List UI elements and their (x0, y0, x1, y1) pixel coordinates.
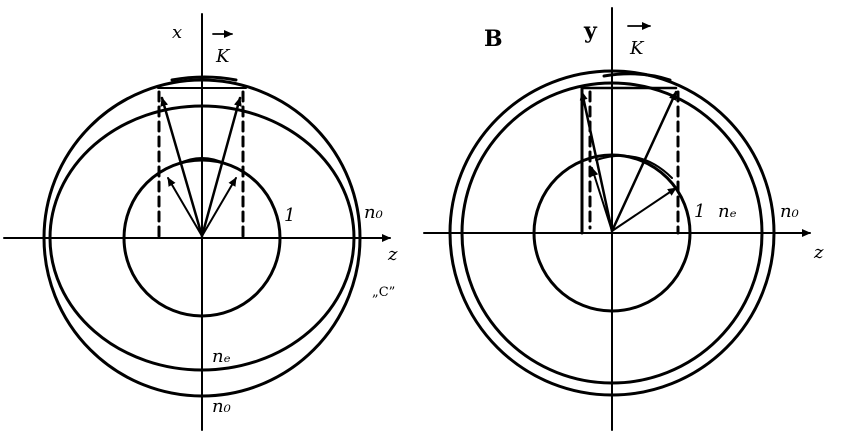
left-vector-4 (201, 177, 237, 237)
left-vector-2 (200, 96, 242, 238)
right-vector-1 (579, 90, 614, 233)
left-small-arc (177, 157, 227, 165)
right-vector-2 (610, 90, 678, 233)
left-no-label: n₀ (364, 202, 383, 223)
right-circle-1-label: 1 (694, 201, 705, 222)
right-vector-3 (611, 187, 677, 232)
right-outer-circle-1 (448, 69, 776, 397)
right-outer-circle-2 (460, 81, 764, 385)
right-unit-circle (532, 153, 692, 313)
right-axis-y-label: y (583, 18, 598, 44)
left-axis-z-label: z (387, 244, 398, 265)
left-unit-circle (122, 158, 282, 318)
right-small-arc (595, 154, 673, 179)
left-ne-ellipse (48, 104, 356, 372)
left-k-label: K (215, 46, 231, 67)
right-no-label: n₀ (780, 201, 799, 222)
right-vector-4 (590, 167, 613, 232)
left-panel: K x z 1 n₀ nₑ n₀ „C” (3, 13, 398, 431)
left-top-arc (170, 75, 238, 82)
left-circle-1-label: 1 (284, 205, 295, 226)
left-vector-1 (160, 96, 204, 238)
right-panel: K B y z 1 nₑ n₀ (423, 7, 824, 431)
left-axis-x-label: x (172, 22, 182, 43)
right-panel-letter: B (484, 26, 503, 52)
left-no-circle (42, 78, 362, 398)
left-ne-label: nₑ (212, 346, 231, 367)
left-caption: „C” (372, 285, 395, 300)
left-vector-3 (167, 177, 203, 237)
right-axis-z-label: z (813, 242, 824, 263)
right-top-arc (602, 72, 672, 82)
right-ne-label: nₑ (718, 201, 737, 222)
right-k-label: K (629, 38, 645, 59)
left-no-bottom-label: n₀ (212, 396, 231, 417)
